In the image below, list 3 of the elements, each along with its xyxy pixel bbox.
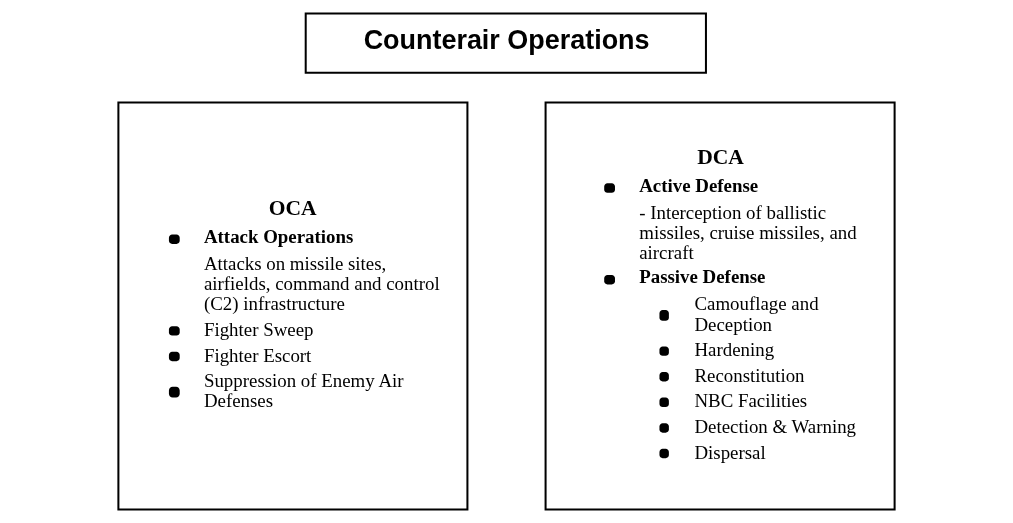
node-box: Counterair Operations <box>304 12 707 74</box>
node-box: OCA Attack Operations Attacks on missile sites, airfields, command and control (C2) infrastructure Fighter Sweep Fighter Escort Suppression of Enemy Air Defenses <box>117 101 469 511</box>
node-box: DCA Active Defense - Interception of ballistic missiles, cruise missiles, and aircraft Passive Defense Camouflage and Deception Hardening Reconstitution NBC Facilities Detection & Warning Dispersal <box>544 101 896 511</box>
